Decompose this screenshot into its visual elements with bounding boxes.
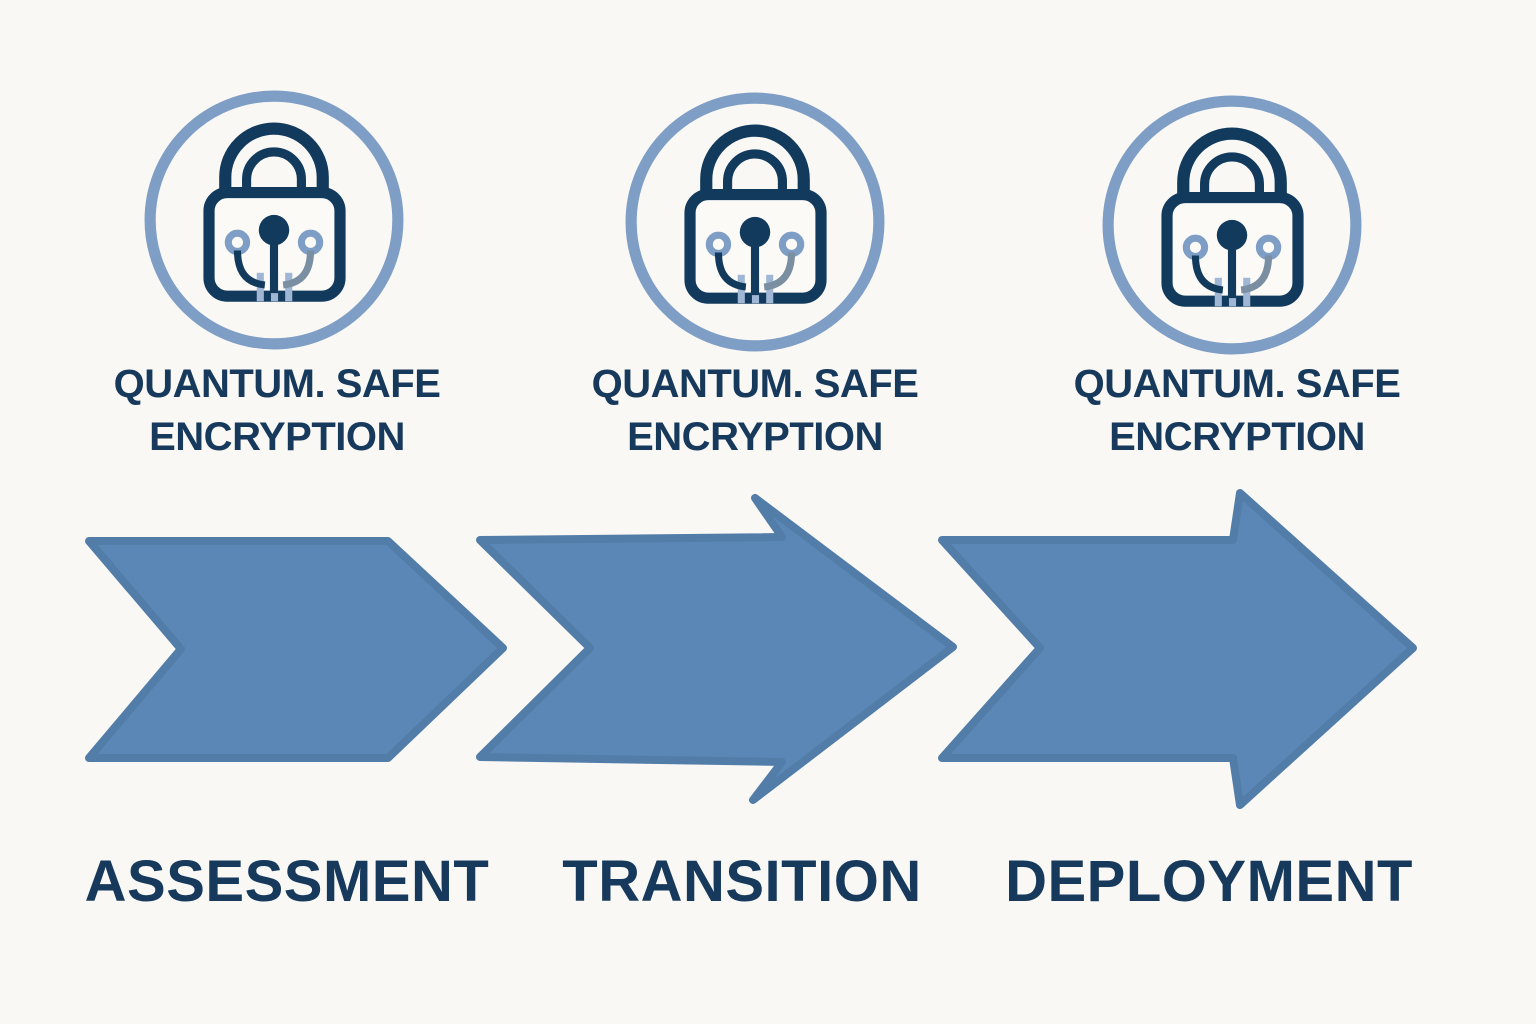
stage-label-deployment: DEPLOYMENT <box>1005 849 1413 914</box>
caption-line1: QUANTUM. SAFE <box>1073 362 1401 406</box>
arrow-transition <box>476 494 957 804</box>
caption-line2: ENCRYPTION <box>149 415 405 459</box>
quantum-safe-lock-icon <box>142 88 406 352</box>
arrow-assessment <box>85 537 507 762</box>
stage-label-assessment: ASSESSMENT <box>84 849 490 914</box>
caption-line2: ENCRYPTION <box>627 415 883 459</box>
quantum-safe-lock-icon <box>623 90 887 354</box>
icon-caption: QUANTUM. SAFE ENCRYPTION <box>67 358 487 464</box>
icon-caption: QUANTUM. SAFE ENCRYPTION <box>1027 358 1447 464</box>
arrow-deployment <box>938 489 1417 809</box>
caption-line2: ENCRYPTION <box>1109 415 1365 459</box>
caption-line1: QUANTUM. SAFE <box>591 362 919 406</box>
icon-caption: QUANTUM. SAFE ENCRYPTION <box>545 358 965 464</box>
quantum-safe-lock-icon <box>1100 93 1364 357</box>
caption-line1: QUANTUM. SAFE <box>113 362 441 406</box>
stage-label-transition: TRANSITION <box>562 849 922 914</box>
